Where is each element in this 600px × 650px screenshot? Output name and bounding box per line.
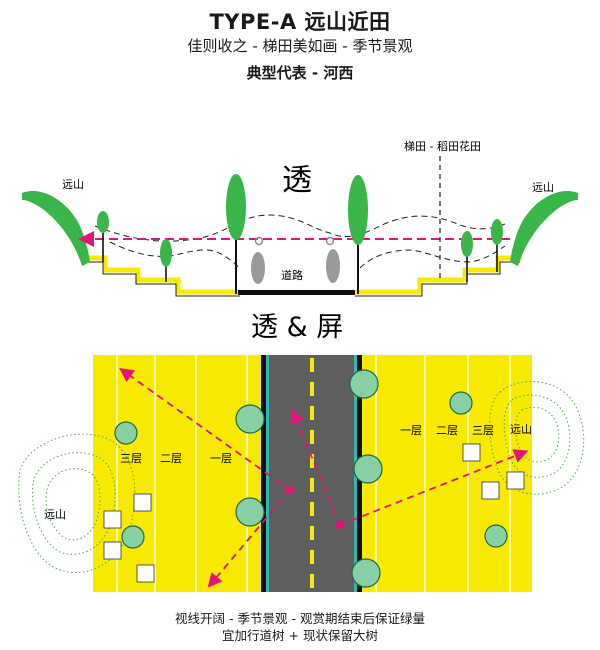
plan-tree: [353, 454, 383, 484]
plan-building: [136, 564, 155, 583]
right-mountain-contours: [489, 380, 585, 495]
tree-left-small-2: [160, 239, 172, 282]
viewpoint-right: [336, 521, 344, 529]
plan-tree: [349, 369, 379, 399]
plan-tree: [121, 525, 145, 549]
plan-building: [103, 510, 122, 529]
plan-building: [462, 443, 481, 462]
plan-building: [506, 471, 525, 490]
plan-building: [103, 541, 122, 560]
plan-view: 三层 二层 一层 一层 二层 三层 远山 远山: [18, 355, 585, 592]
plan-tree: [351, 558, 381, 588]
terrace-note-label: 梯田 - 稻田花田: [404, 140, 481, 153]
plan-tree: [449, 391, 473, 415]
right-mountain-shape: [510, 191, 578, 266]
sight-line: [207, 489, 291, 588]
right-layer-2-label: 二层: [436, 424, 458, 437]
plan-building: [133, 493, 152, 512]
plan-tree: [235, 497, 265, 527]
left-mountain-contours: [18, 433, 136, 574]
road-edge-left: [261, 355, 266, 592]
tree-left-small-1: [97, 211, 109, 262]
sight-line: [119, 367, 291, 491]
page-subtitle-region: 典型代表 - 河西: [246, 64, 354, 82]
caption-line-1: 视线开阔 - 季节景观 - 观赏期结束后保证绿量: [175, 611, 425, 626]
road-section: [238, 290, 355, 295]
right-layer-1-label: 一层: [400, 424, 422, 437]
viewpoint-left: [286, 486, 294, 494]
page-title: TYPE-A 远山近田: [209, 10, 391, 34]
plan-tree: [484, 524, 508, 548]
left-layer-2-label: 二层: [160, 452, 182, 465]
sight-line: [290, 408, 341, 526]
left-layer-1-label: 一层: [210, 452, 232, 465]
plan-tree: [235, 404, 265, 434]
caption-line-2: 宜加行道树 + 现状保留大树: [222, 628, 378, 643]
plan-sight-lines: [119, 367, 529, 588]
road-label: 道路: [281, 268, 303, 282]
plan-building: [481, 481, 500, 500]
section-right-mountain-label: 远山: [532, 181, 554, 194]
plan-trees: [114, 369, 508, 588]
plan-left-mountain-label: 远山: [44, 508, 66, 521]
right-layer-3-label: 三层: [472, 424, 494, 437]
right-field: [362, 355, 532, 592]
plan-right-mountain-label: 远山: [510, 423, 532, 436]
section-view: 远山 远山 梯田 - 稻田花田 透 道路: [22, 140, 578, 297]
plan-buildings: [103, 443, 525, 583]
left-layer-3-label: 三层: [120, 452, 142, 465]
section-left-mountain-label: 远山: [62, 178, 84, 191]
person-right: [325, 236, 340, 283]
tree-left-tall: [226, 174, 246, 294]
terrace-profile: [80, 255, 522, 295]
understory-dashed-curve: [109, 241, 506, 269]
tree-right-small-1: [461, 231, 473, 282]
tree-right-tall: [348, 175, 368, 294]
plan-title: 透 & 屏: [251, 312, 343, 343]
left-mountain-shape: [22, 191, 90, 266]
plan-tree: [114, 421, 138, 445]
canopy-dashed-curve: [94, 214, 506, 242]
sight-line: [339, 449, 529, 526]
person-left: [251, 236, 265, 284]
page-subtitle: 佳则收之 - 梯田美如画 - 季节景观: [187, 37, 413, 55]
tree-right-small-2: [491, 219, 503, 272]
transparent-label: 透: [282, 163, 312, 198]
